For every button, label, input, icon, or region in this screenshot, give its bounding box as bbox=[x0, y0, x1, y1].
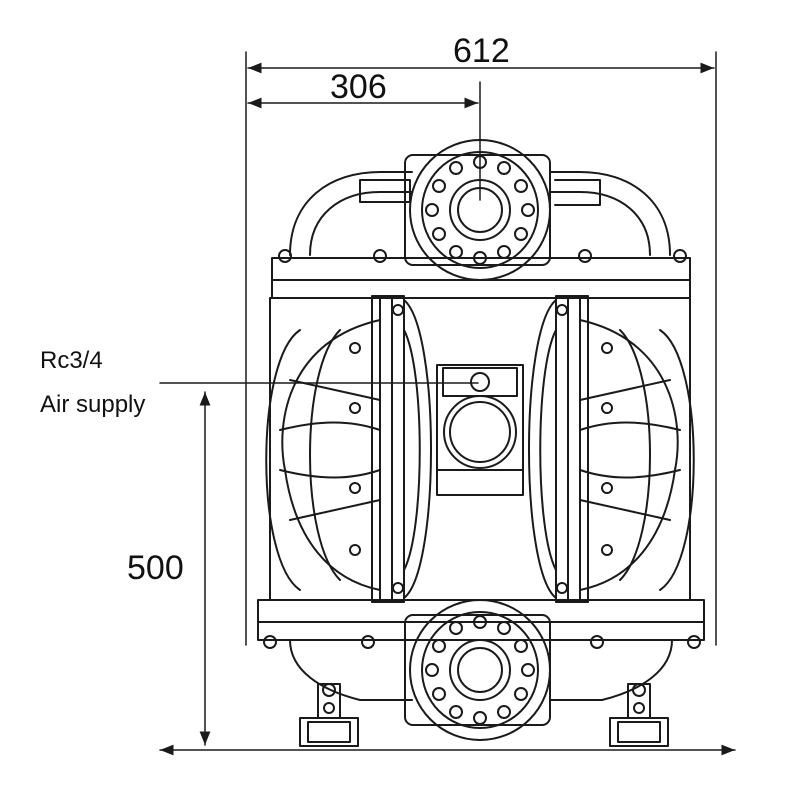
bottom-flange bbox=[404, 599, 551, 741]
port-size-label: Rc3/4 bbox=[40, 347, 103, 374]
overall-width-label: 612 bbox=[453, 32, 510, 70]
dimension-lines bbox=[159, 62, 736, 756]
center-air-valve bbox=[436, 364, 524, 496]
bottom-flange-bolts bbox=[425, 615, 535, 725]
height-label: 500 bbox=[127, 549, 184, 587]
top-flange-bolts bbox=[425, 155, 535, 265]
left-chamber bbox=[265, 295, 432, 603]
top-flange bbox=[404, 139, 551, 281]
right-chamber bbox=[528, 295, 695, 603]
air-supply-port bbox=[470, 372, 490, 392]
half-width-label: 306 bbox=[330, 68, 387, 106]
left-foot bbox=[299, 683, 359, 747]
port-name-label: Air supply bbox=[40, 391, 146, 418]
right-foot bbox=[609, 683, 669, 747]
